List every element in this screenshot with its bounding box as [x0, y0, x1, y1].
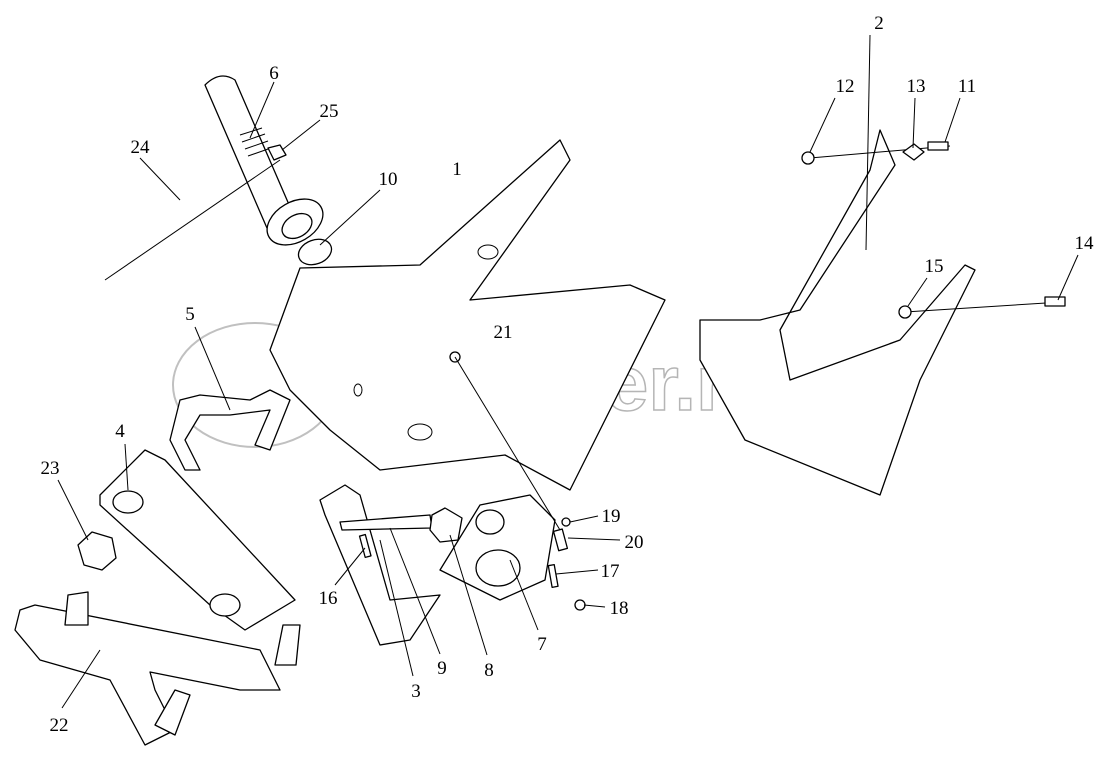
- part-1-bracket: [269, 139, 666, 491]
- callout-12: 12: [836, 76, 855, 97]
- part-20-screw: [552, 528, 569, 552]
- callout-6: 6: [269, 63, 279, 84]
- callout-7: 7: [537, 634, 547, 655]
- bolt-set-middle: [898, 296, 1066, 319]
- part-7-housing: [439, 494, 556, 601]
- callout-24: 24: [131, 137, 151, 158]
- part-18: [574, 599, 586, 611]
- part-19: [561, 517, 571, 527]
- part-2-bracket: [699, 129, 976, 496]
- part-10-bushing: [297, 238, 333, 266]
- leader-lines: [57, 34, 1079, 709]
- bolt-set-top: [801, 141, 951, 165]
- callout-21: 21: [494, 322, 513, 343]
- callout-25: 25: [320, 101, 339, 122]
- callout-18: 18: [610, 598, 629, 619]
- callout-3: 3: [411, 681, 421, 702]
- callout-23: 23: [41, 458, 60, 479]
- callout-labels: 1 2 3 4 5 6 7 8 9 10 11 12 13 14 15 16 1…: [41, 13, 1095, 736]
- callout-14: 14: [1075, 233, 1095, 254]
- callout-11: 11: [958, 76, 976, 97]
- part-8-spline: [429, 507, 463, 543]
- part-4-bracket: [99, 449, 296, 631]
- part-25-fitting: [267, 144, 287, 161]
- callout-15: 15: [925, 256, 944, 277]
- callout-17: 17: [601, 561, 620, 582]
- callout-10: 10: [379, 169, 398, 190]
- part-23-nut: [77, 531, 117, 571]
- callout-4: 4: [115, 421, 125, 442]
- callout-22: 22: [50, 715, 69, 736]
- part-5-clip: [169, 389, 291, 471]
- callout-13: 13: [907, 76, 926, 97]
- callout-5: 5: [185, 304, 195, 325]
- part-16-pin: [358, 533, 372, 559]
- callout-1: 1: [452, 159, 462, 180]
- callout-9: 9: [437, 658, 447, 679]
- callout-2: 2: [874, 13, 884, 34]
- callout-8: 8: [484, 660, 494, 681]
- callout-16: 16: [319, 588, 338, 609]
- part-22-bracket: [14, 604, 281, 746]
- part-17-pin: [547, 563, 559, 588]
- part-6-gear: [266, 198, 324, 246]
- callout-19: 19: [602, 506, 621, 527]
- callout-20: 20: [625, 532, 644, 553]
- part-3-bracket: [319, 484, 441, 646]
